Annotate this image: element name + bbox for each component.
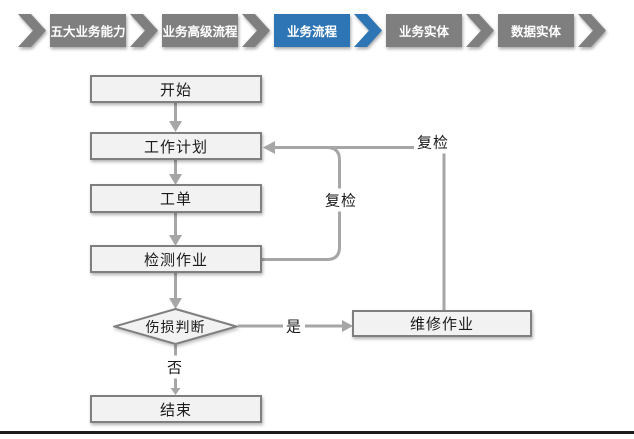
- nav-step-label: 业务流程: [286, 25, 337, 39]
- flow-node-label: 开始: [159, 81, 192, 99]
- edge-repair-recheck-loop: [274, 146, 446, 310]
- nav-step-business-entity[interactable]: 业务实体: [386, 14, 462, 47]
- chevron-process-nav: 五大业务能力 业务高级流程 业务流程 业务实体 数据实体: [18, 14, 606, 47]
- arrowhead-left-workplan: [263, 141, 275, 154]
- flow-node-label: 维修作业: [409, 316, 474, 333]
- arrowhead-down-end: [170, 388, 181, 395]
- nav-step-label: 业务高级流程: [162, 25, 238, 39]
- nav-step-label: 五大业务能力: [50, 25, 126, 39]
- nav-step-label: 数据实体: [510, 25, 561, 39]
- flow-node-label: 工作计划: [143, 138, 208, 156]
- flow-node-decision: 伤损判断: [113, 308, 238, 345]
- chevron-separator-icon: [18, 14, 46, 47]
- flow-node-label: 检测作业: [143, 251, 208, 269]
- chevron-separator-icon: [242, 14, 270, 47]
- flow-node-label: 伤损判断: [145, 318, 206, 335]
- edge-label-no: 否: [163, 355, 187, 379]
- nav-step-five-capabilities[interactable]: 五大业务能力: [50, 14, 126, 47]
- nav-step-business-process-active[interactable]: 业务流程: [274, 14, 350, 47]
- flow-node-repair: 维修作业: [352, 310, 532, 337]
- chevron-separator-icon: [130, 14, 158, 47]
- chevron-separator-icon: [578, 14, 606, 47]
- chevron-separator-icon: [354, 14, 382, 47]
- flow-node-inspection: 检测作业: [90, 245, 262, 273]
- edge-label-recheck-inner: 复检: [321, 188, 361, 212]
- chevron-separator-icon: [466, 14, 494, 47]
- flow-node-work-order: 工单: [90, 184, 262, 213]
- nav-step-high-level-process[interactable]: 业务高级流程: [162, 14, 238, 47]
- flow-node-decision-shape: [113, 308, 238, 345]
- arrowhead-down-workplan: [169, 121, 182, 132]
- nav-step-label: 业务实体: [398, 25, 449, 39]
- flow-node-start: 开始: [90, 75, 262, 103]
- flow-node-work-plan: 工作计划: [90, 132, 262, 160]
- edge-label-yes: 是: [282, 314, 306, 338]
- nav-step-data-entity[interactable]: 数据实体: [498, 14, 574, 47]
- flow-node-end: 结束: [90, 395, 262, 423]
- flow-node-label: 工单: [159, 191, 192, 208]
- edge-label-recheck-outer: 复检: [413, 130, 453, 154]
- flow-node-label: 结束: [159, 401, 192, 419]
- bottom-divider: [0, 431, 634, 434]
